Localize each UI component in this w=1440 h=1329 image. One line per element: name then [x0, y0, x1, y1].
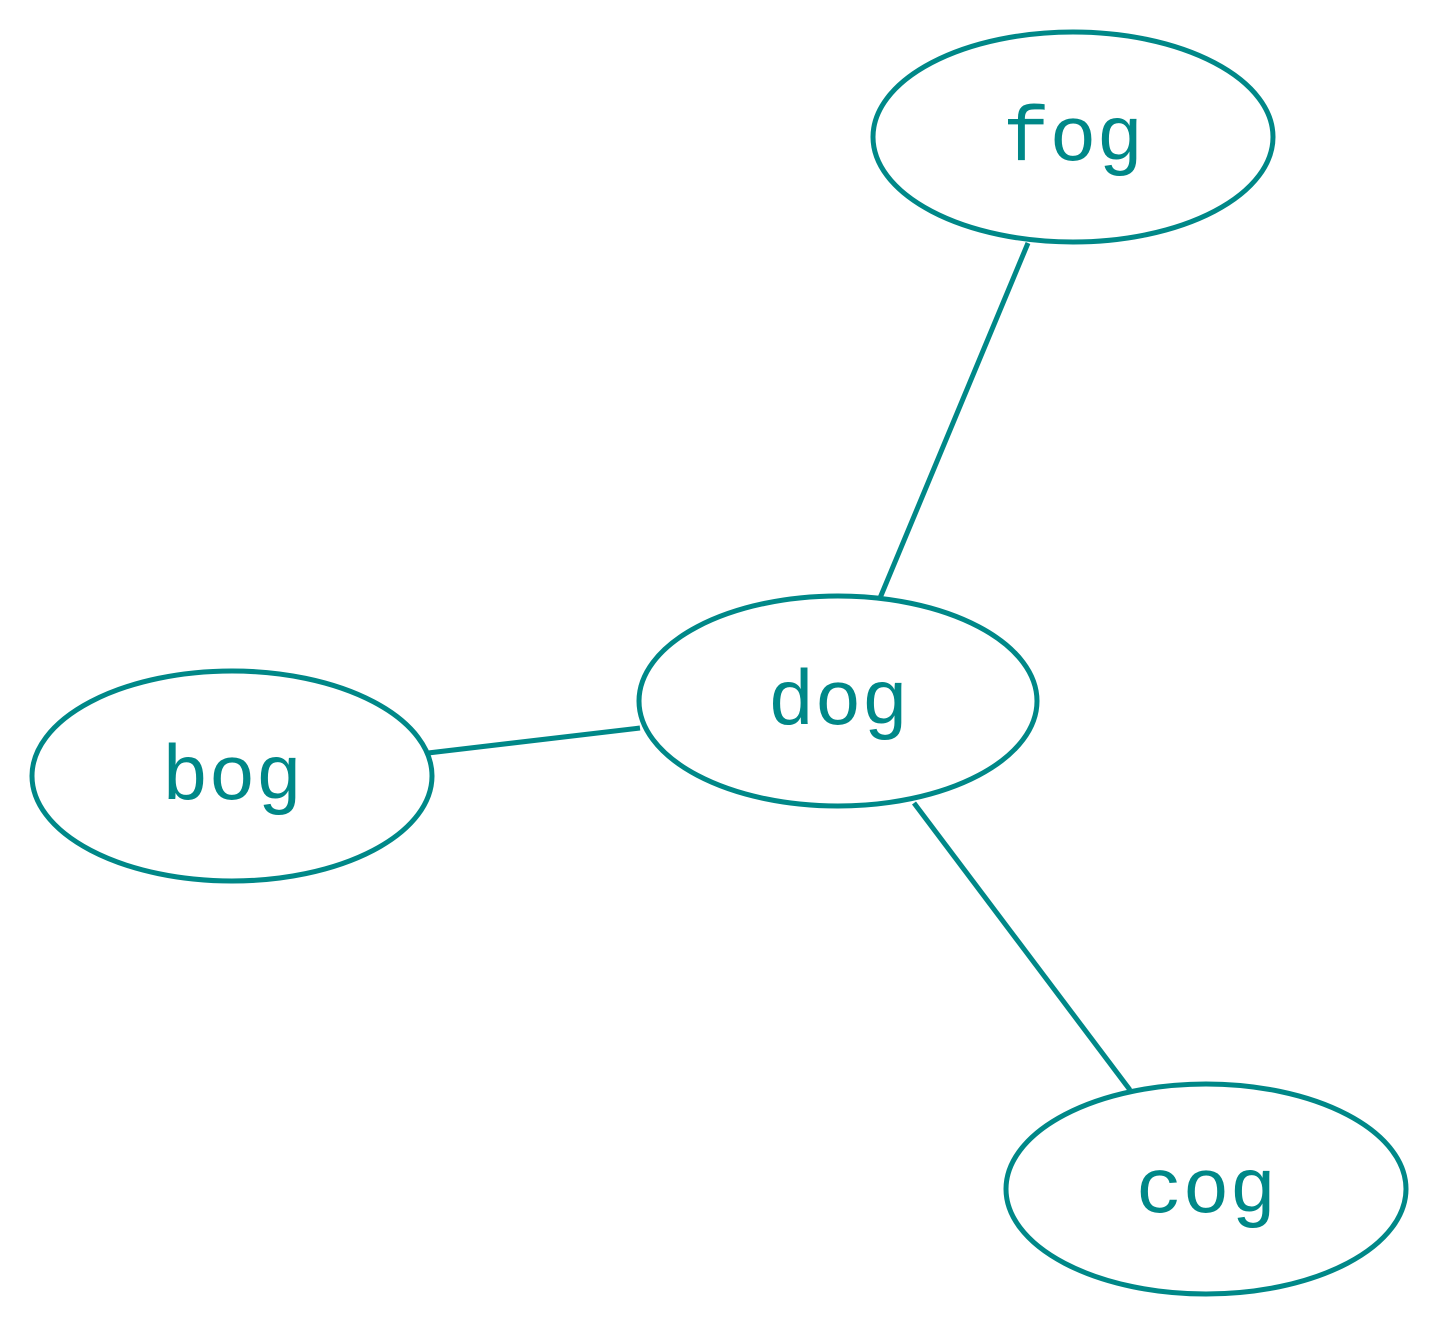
node-bog-label: bog [162, 735, 302, 823]
edges-layer [427, 242, 1132, 1092]
node-dog-label: dog [768, 660, 908, 748]
edge-dog-bog [427, 725, 641, 756]
node-dog[interactable]: dog [636, 593, 1040, 809]
node-fog[interactable]: fog [870, 29, 1276, 245]
edge-dog-fog [877, 242, 1031, 599]
node-cog-ellipse [1003, 1081, 1409, 1297]
nodes-layer: fog dog bog cog [29, 29, 1409, 1297]
node-bog[interactable]: bog [29, 668, 435, 884]
node-cog-label: cog [1136, 1148, 1276, 1236]
node-dog-ellipse [636, 593, 1040, 809]
node-cog[interactable]: cog [1003, 1081, 1409, 1297]
node-fog-label: fog [1003, 96, 1143, 184]
node-fog-ellipse [870, 29, 1276, 245]
edge-dog-cog [912, 801, 1132, 1092]
node-bog-ellipse [29, 668, 435, 884]
